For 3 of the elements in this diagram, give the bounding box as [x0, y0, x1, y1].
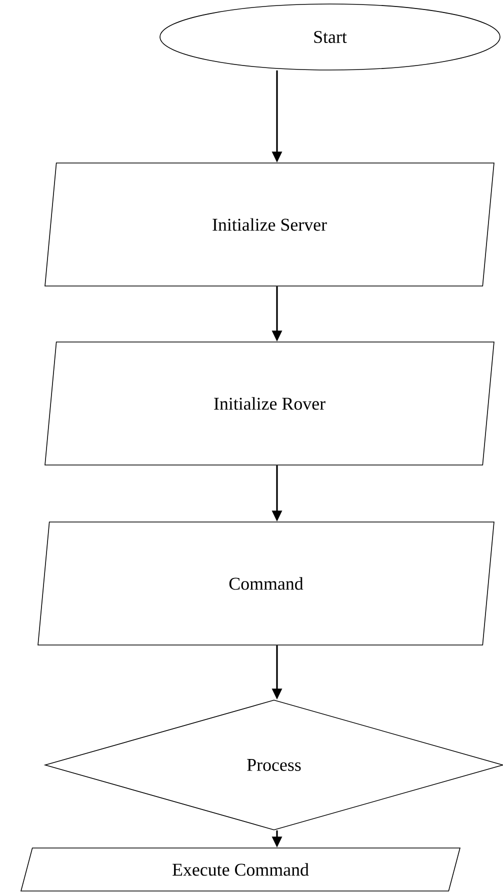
input-parallelogram: Initialize Rover — [44, 342, 494, 466]
input-parallelogram: Initialize Server — [44, 162, 494, 286]
input-parallelogram: Command — [38, 522, 494, 646]
